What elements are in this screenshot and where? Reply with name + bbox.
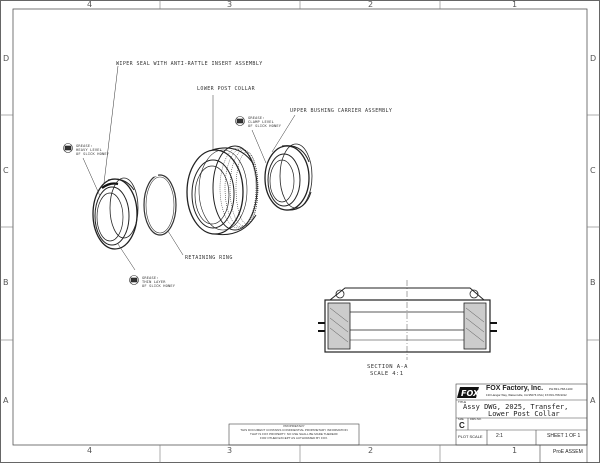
zone-left-c: C [3,166,9,175]
sheet-size: C [459,421,465,430]
zone-top-3: 3 [227,0,233,9]
plot-scale-value: 2:1 [496,433,503,439]
plot-scale-label: PLOT SCALE [458,434,483,439]
title-label: TITLE [458,400,467,404]
zone-bottom-3: 3 [227,446,233,455]
zone-bottom-2: 2 [368,446,374,455]
grease-symbols [63,116,245,285]
zone-right-d: D [590,54,597,63]
proprietary-notice: PROPRIETARY THIS DOCUMENT CONTAINS CONFI… [240,424,348,440]
zone-top-1: 1 [512,0,518,9]
grease-note-heavy: GREASE: HEAVY LEVEL OF SLICK HONEY [76,144,110,157]
zone-right-c: C [590,166,596,175]
upper-bushing-part [264,143,313,211]
grease-note-clamp: GREASE: CLAMP LEVEL OF SLICK HONEY [248,116,282,129]
zone-right-b: B [590,278,596,287]
dwg-no-label: DWG NO. [470,418,482,421]
company-name: FOX Factory, Inc. [486,385,544,392]
section-title: SECTION A-A [367,364,408,370]
zone-top-4: 4 [87,0,93,9]
zone-left-a: A [3,396,9,405]
zone-bottom-4: 4 [87,446,93,455]
section-view [318,280,497,360]
zone-bottom-1: 1 [512,446,518,455]
callout-lower-post-collar: LOWER POST COLLAR [197,86,255,92]
company-phone: PH:831-768-1100 [549,387,573,391]
section-scale: SCALE 4:1 [370,371,404,377]
sheet-number: SHEET 1 OF 1 [547,433,581,439]
retaining-ring-part [143,174,177,236]
size-label: SIZE [458,418,464,421]
footer-code: ProE ASSEM [553,449,583,455]
zone-left-d: D [3,54,10,63]
fox-logo: FOX [457,387,480,398]
callout-upper-bushing: UPPER BUSHING CARRIER ASSEMBLY [290,108,393,114]
svg-text:FOX: FOX [461,389,480,398]
wiper-seal-part [92,177,139,250]
drawing-title-line1: Assy DWG, 2025, Transfer, [463,403,569,411]
company-address: 130 Hangar Way, Watsonville, CA 95076 US… [486,393,567,397]
zone-right-a: A [590,396,596,405]
grease-note-thin: GREASE: THIN LAYER OF SLICK HONEY [142,276,176,289]
zone-top-2: 2 [368,0,374,9]
callout-wiper-seal: WIPER SEAL WITH ANTI-RATTLE INSERT ASSEM… [116,61,263,67]
lower-post-collar-part [186,145,259,236]
zone-left-b: B [3,278,9,287]
callout-retaining-ring: RETAINING RING [185,255,233,261]
drawing-title-line2: Lower Post Collar [488,410,560,418]
